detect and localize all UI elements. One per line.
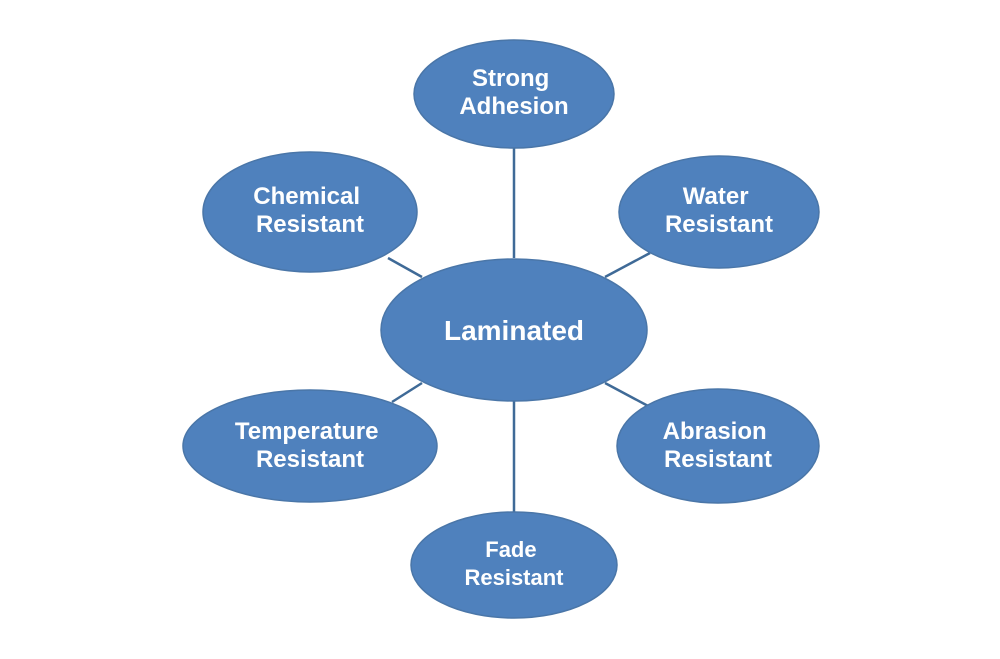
center-node-label: Laminated <box>444 315 584 346</box>
node-label: Chemical Resistant <box>253 183 366 238</box>
node-label-line-2: Resistant <box>665 211 773 238</box>
connector-chemical-resistant <box>387 256 423 279</box>
node-label-line-1: Chemical <box>253 183 360 210</box>
node-abrasion-resistant: Abrasion Resistant <box>616 388 820 504</box>
connector-lines <box>387 148 651 512</box>
node-label: Fade Resistant <box>464 537 564 590</box>
node-ellipse <box>616 388 820 504</box>
node-ellipse <box>182 389 438 503</box>
node-temperature-resistant: Temperature Resistant <box>182 389 438 503</box>
node-label-line-2: Resistant <box>256 446 364 473</box>
node-label: Water Resistant <box>665 183 773 238</box>
node-label: Abrasion Resistant <box>663 418 774 473</box>
center-node: Laminated <box>380 258 648 402</box>
node-ellipse <box>413 39 615 149</box>
node-water-resistant: Water Resistant <box>618 155 820 269</box>
node-label-line-1: Strong <box>472 65 549 92</box>
node-label-line-1: Abrasion <box>663 418 767 445</box>
node-label: Strong Adhesion <box>459 65 568 120</box>
node-ellipse <box>618 155 820 269</box>
center-node-ellipse <box>380 258 648 402</box>
node-label-line-2: Resistant <box>664 446 772 473</box>
node-label: Temperature Resistant <box>235 418 385 473</box>
node-ellipse <box>410 511 618 619</box>
connector-water-resistant <box>604 251 651 279</box>
node-fade-resistant: Fade Resistant <box>410 511 618 619</box>
node-label-line-2: Adhesion <box>459 93 568 120</box>
connector-temperature-resistant <box>391 381 423 404</box>
node-label-line-2: Resistant <box>464 565 564 590</box>
node-label-line-1: Water <box>683 183 749 210</box>
node-label-line-2: Resistant <box>256 211 364 238</box>
node-chemical-resistant: Chemical Resistant <box>202 151 418 273</box>
node-strong-adhesion: Strong Adhesion <box>413 39 615 149</box>
connector-abrasion-resistant <box>604 381 651 409</box>
node-ellipse <box>202 151 418 273</box>
node-label-line-1: Temperature <box>235 418 379 445</box>
node-label-line-1: Fade <box>485 537 536 562</box>
